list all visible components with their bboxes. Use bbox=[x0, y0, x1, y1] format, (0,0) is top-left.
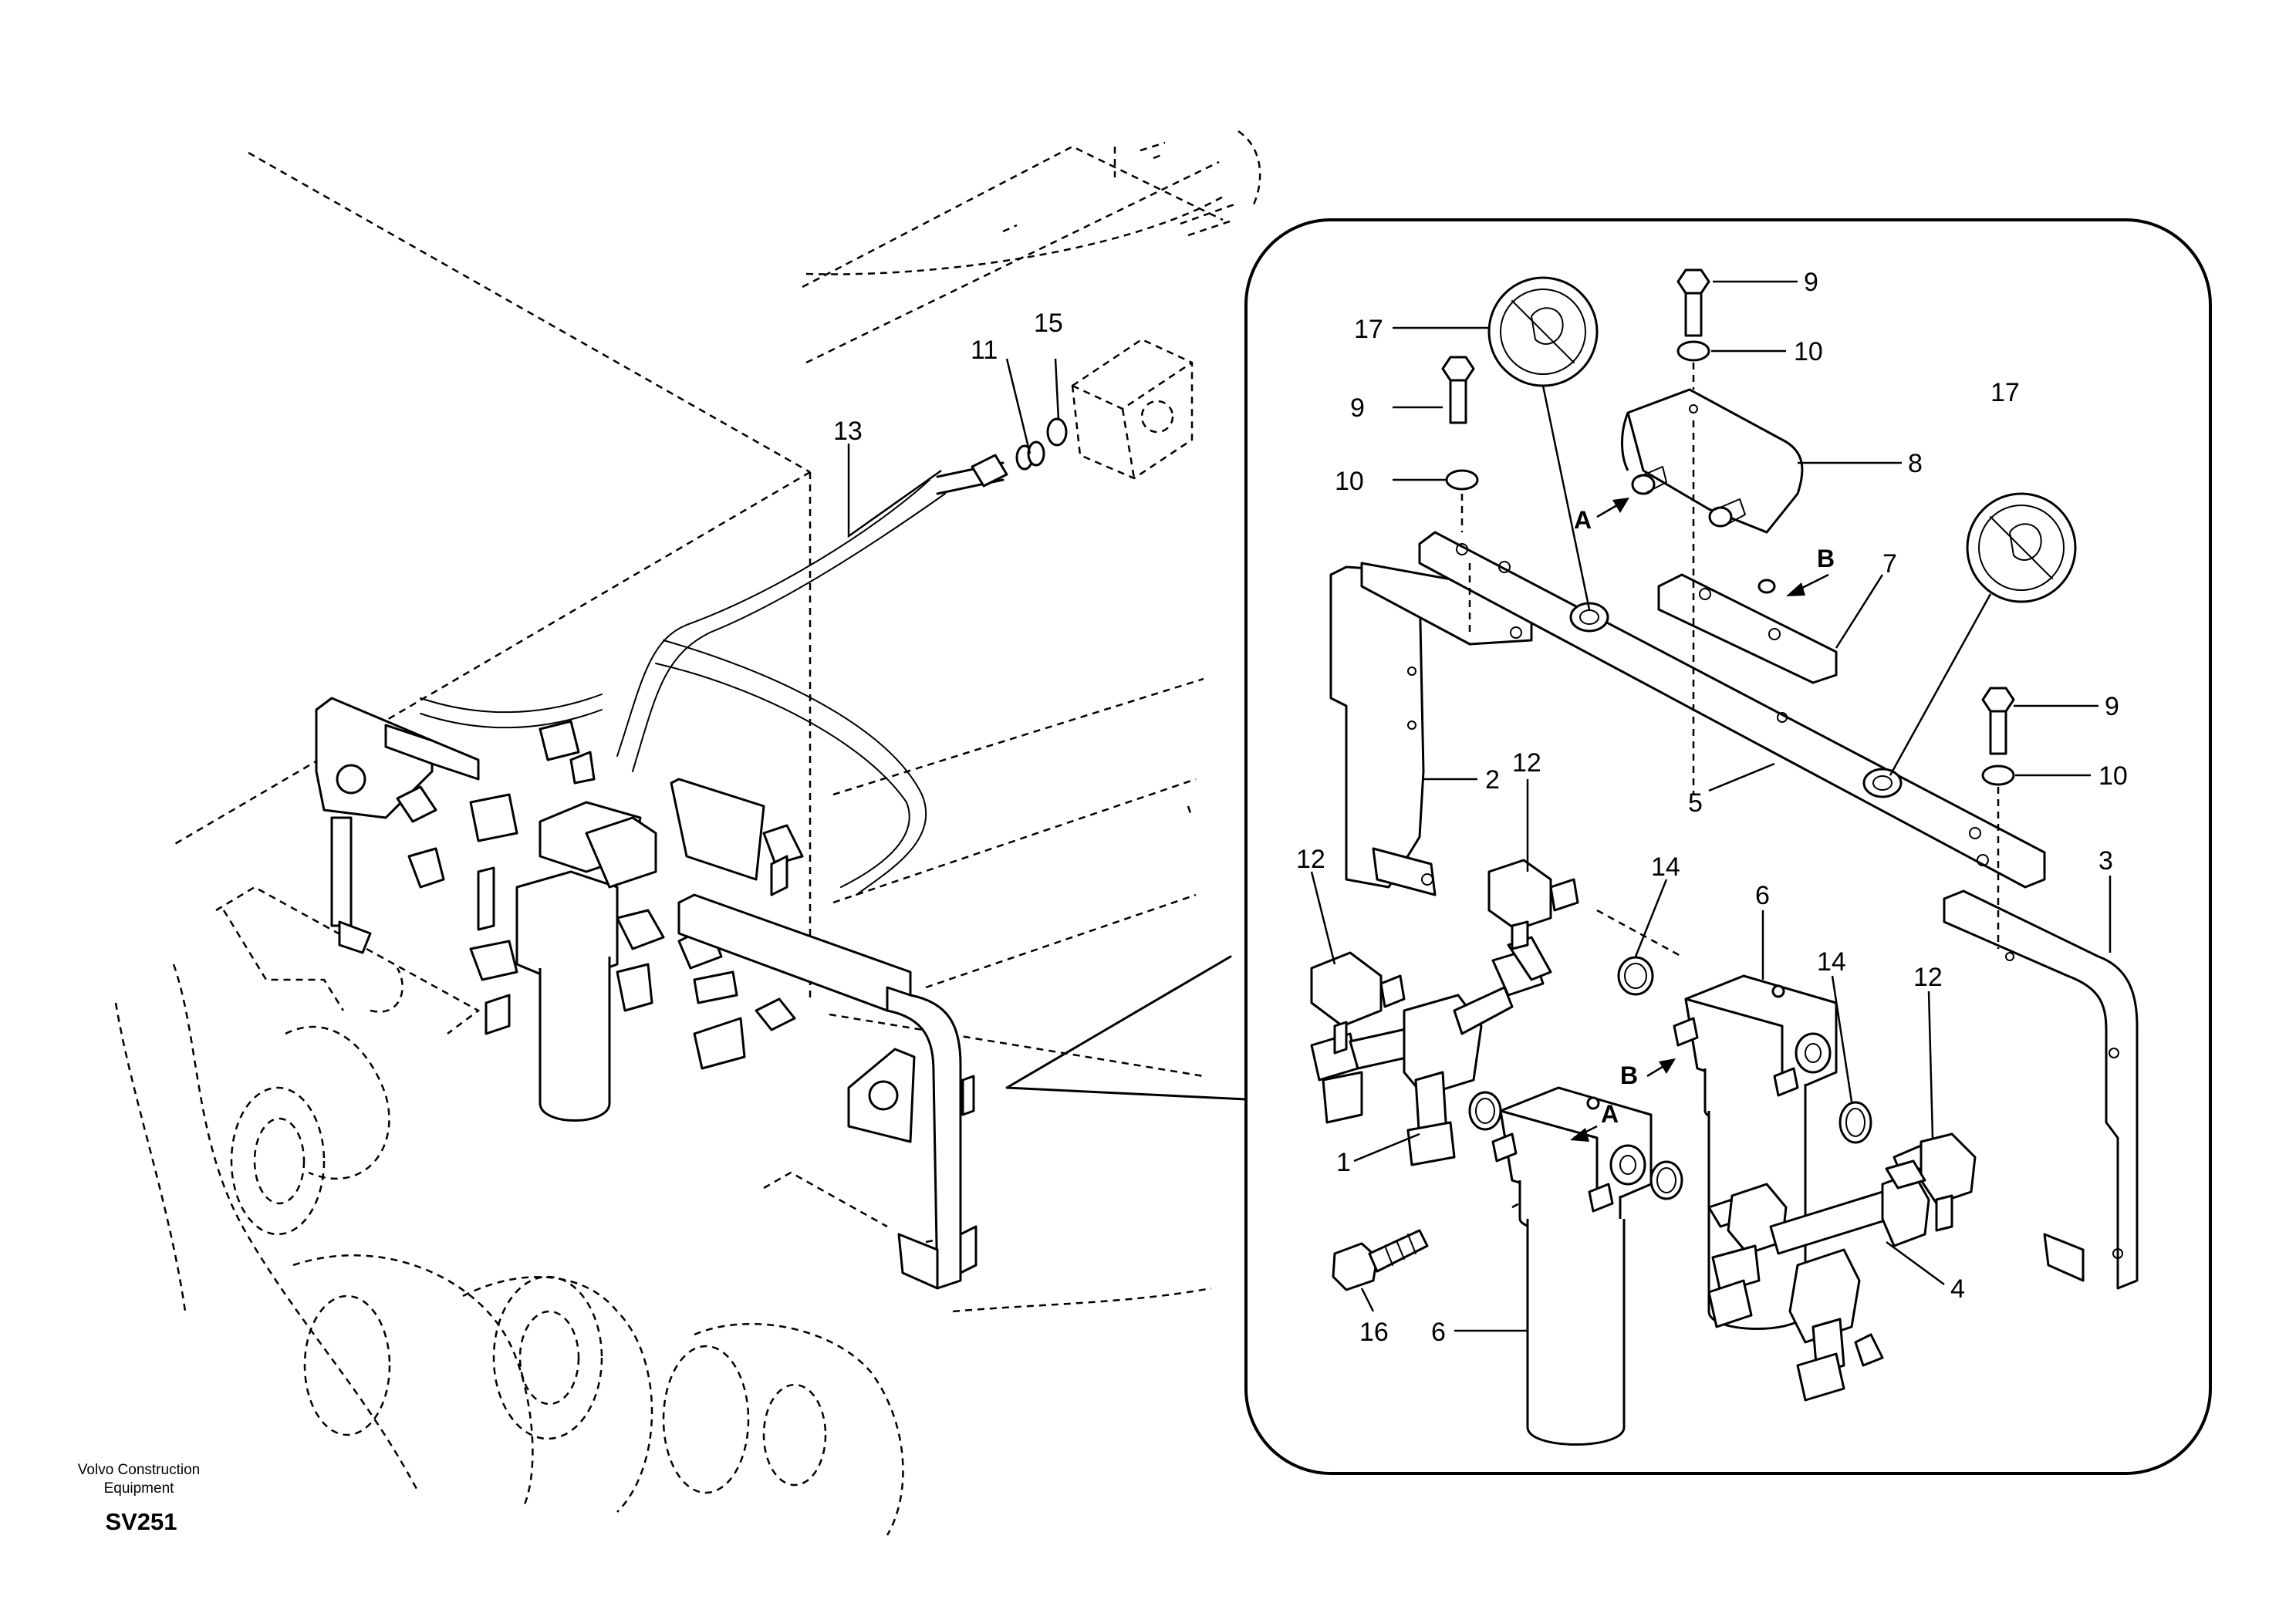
leader-lines bbox=[847, 280, 2112, 1332]
callout-16: 16 bbox=[1359, 1318, 1389, 1347]
callout-4: 4 bbox=[1950, 1274, 1965, 1304]
callout-7: 7 bbox=[1882, 549, 1897, 579]
direction-markers: A B B A bbox=[1570, 498, 1835, 1142]
drawing-code: SV251 bbox=[105, 1508, 177, 1535]
callout-10-top: 10 bbox=[1794, 337, 1823, 366]
callout-11: 11 bbox=[971, 336, 998, 365]
marker-b-mid: B bbox=[1620, 1061, 1638, 1089]
callout-6-bottom: 6 bbox=[1431, 1318, 1446, 1347]
detail-pointer bbox=[1005, 955, 1248, 1101]
credit-block: Volvo Construction Equipment SV251 bbox=[78, 1462, 200, 1535]
overview-drawing bbox=[114, 130, 1261, 1536]
marker-a-top: A bbox=[1574, 506, 1592, 534]
callout-15: 15 bbox=[1034, 309, 1063, 338]
callout-17-right: 17 bbox=[1990, 378, 2020, 407]
callout-12-middle: 12 bbox=[1512, 748, 1541, 778]
callout-6-top: 6 bbox=[1755, 881, 1770, 910]
callout-5: 5 bbox=[1688, 788, 1703, 818]
credit-line-2: Equipment bbox=[104, 1480, 175, 1497]
callout-14-right: 14 bbox=[1817, 947, 1846, 977]
callout-12-right: 12 bbox=[1913, 963, 1943, 992]
marker-a-mid: A bbox=[1601, 1100, 1619, 1128]
credit-line-1: Volvo Construction bbox=[78, 1462, 200, 1478]
callout-1: 1 bbox=[1336, 1148, 1351, 1177]
callout-13: 13 bbox=[833, 417, 863, 446]
callout-10-left: 10 bbox=[1335, 467, 1364, 496]
callout-12-left: 12 bbox=[1296, 845, 1325, 874]
callout-10-right: 10 bbox=[2098, 761, 2128, 791]
callouts: 13 11 15 17 9 10 9 10 8 17 7 9 10 2 12 5… bbox=[833, 268, 2128, 1347]
callout-9-left: 9 bbox=[1350, 393, 1365, 423]
callout-14-top: 14 bbox=[1651, 852, 1680, 882]
callout-17-left: 17 bbox=[1354, 315, 1383, 344]
callout-2: 2 bbox=[1485, 765, 1500, 795]
callout-9-right: 9 bbox=[2105, 692, 2119, 721]
callout-8: 8 bbox=[1908, 449, 1923, 478]
callout-9-top: 9 bbox=[1804, 268, 1818, 297]
callout-3: 3 bbox=[2098, 846, 2113, 876]
detail-drawing bbox=[1310, 268, 2139, 1446]
marker-b-top: B bbox=[1817, 545, 1835, 572]
